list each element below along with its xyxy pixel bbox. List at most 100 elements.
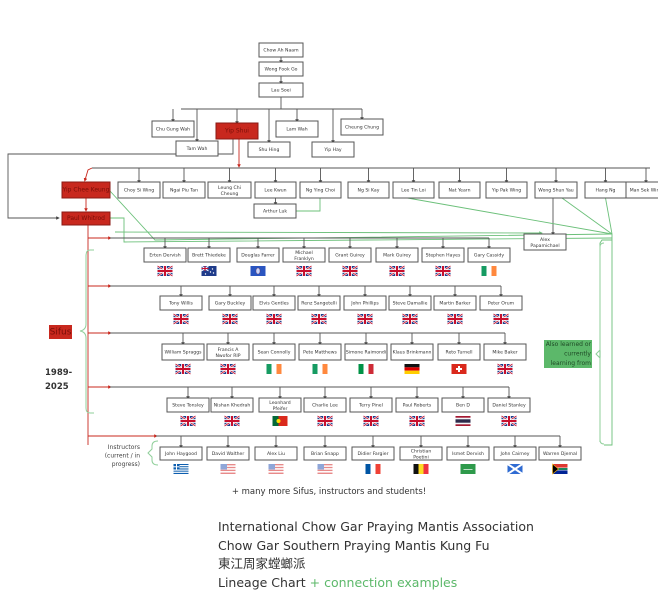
sifu-box-label: Steve Tonsley (172, 403, 204, 409)
sifu-box: Peter Orum (479, 295, 523, 311)
sifus-label: Sifus (50, 328, 72, 338)
box-gen4-4: Ng Ying Choi (299, 181, 342, 199)
flag-uk-icon (434, 265, 452, 277)
box-gen3-6-frame (340, 118, 384, 136)
sifu-box: Douglas Farrer (236, 247, 280, 263)
years-label-end: 2025 (45, 382, 69, 392)
flag-uk-icon (156, 265, 174, 277)
flag-it-icon (358, 364, 374, 374)
sifu-box-frame (390, 343, 434, 361)
box-gen4-1: Ngai Piu Tan (162, 181, 206, 199)
instructors-brace (147, 440, 159, 466)
instructor-box-frame (446, 446, 490, 461)
sifu-box: Steve Tonsley (166, 397, 210, 413)
sifu-box-label: Simone Raimondi (346, 350, 386, 356)
sifu-box-label: Gary Buckley (215, 301, 246, 307)
box-gen4-9: Wong Shun Yau (534, 181, 578, 199)
instructor-box: Ismet Dervish (446, 446, 490, 461)
connector-line (114, 231, 543, 235)
sifu-box-frame (252, 295, 296, 311)
sifu-box: Daniel Stanley (487, 397, 531, 413)
box-gen4-6-label: Lee Tin Loi (401, 188, 425, 194)
flag-uk-icon (221, 313, 239, 325)
footer-title-block: International Chow Gar Praying Mantis As… (218, 518, 534, 592)
sifu-box: Gary Cassidy (467, 247, 511, 263)
flag-sco-icon (506, 463, 524, 475)
sifu-box-label: Mark Guirey (383, 253, 411, 259)
instructor-box-frame (254, 446, 298, 461)
box-founder-1-frame (258, 61, 304, 77)
sifu-box: John Phillips (343, 295, 387, 311)
box-gen3-4-label: Lam Wah (286, 127, 307, 133)
flag-th-icon (455, 416, 471, 426)
instructor-box: John Haygood (159, 446, 203, 461)
box-gen4-0-label: Choy Si Wing (124, 188, 154, 194)
more-note: + many more Sifus, instructors and stude… (231, 487, 427, 497)
box-gen4-3: Lee Kwun (254, 181, 297, 199)
flag-uk-icon (401, 313, 419, 325)
sifu-box-label: Douglas Farrer (241, 253, 275, 259)
sifu-box-label: Sean Connolly (258, 350, 291, 356)
instructors-label-3: progress) (112, 461, 140, 468)
flag-de-icon (404, 364, 420, 374)
sifu-box-label: Klaus Brinkmann (393, 350, 432, 356)
also-learned-label-2: currently (564, 351, 591, 358)
box-founder-1-label: Wong Fook Go (265, 67, 298, 73)
flag-uk-icon (295, 265, 313, 277)
instructor-box-label: David Walther (212, 451, 245, 457)
sifu-box: Reto Turnell (437, 343, 481, 361)
sifu-box-frame (297, 295, 341, 311)
box-gen3-2: Yip Shui (215, 122, 259, 140)
instructor-box-label: John Cairney (499, 451, 529, 457)
box-gen3-5-label: Yip Hay (323, 147, 342, 153)
connector-line (110, 217, 613, 243)
sifu-box: Erten Dervish (143, 247, 187, 263)
box-gen3-6-label: Cheung Chung (345, 125, 379, 131)
instructors-label-1: Instructors (108, 444, 140, 451)
instructor-box-frame (206, 446, 250, 461)
flag-us-icon (317, 464, 333, 474)
connector-line (407, 197, 613, 235)
box-gen4-1-label: Ngai Piu Tan (170, 188, 198, 194)
connector-line (109, 190, 613, 241)
box-gen3-2-frame (215, 122, 259, 140)
box-founder-2-label: Lau Soei (271, 88, 291, 94)
sifu-box-label: Grant Guirey (335, 253, 365, 259)
sifu-box-label: Stephen Hayes (426, 253, 461, 259)
sifu-box: Sean Connolly (252, 343, 296, 361)
flag-ie-icon (312, 364, 328, 374)
instructor-box: Warren Djemal (538, 446, 582, 461)
box-founder-0: Chow Ah Naam (258, 42, 304, 58)
box-gen3-1-frame (175, 140, 219, 157)
box-gen4-0-frame (117, 181, 161, 199)
box-arthur-luk-frame (253, 203, 297, 219)
box-founder-2: Lau Soei (258, 82, 304, 98)
sifu-box-label: Martin Barker (439, 301, 470, 307)
sifu-box-frame (210, 397, 254, 413)
connector-line (7, 139, 234, 220)
box-gen4-11-frame (625, 181, 658, 199)
box-yip-chee-keung-label: Yip Chee Keung (62, 187, 110, 194)
sifu-box-label: Peter Orum (488, 301, 515, 307)
box-gen4-9-label: Wong Shun Yau (538, 188, 573, 194)
box-gen3-2-label: Yip Shui (224, 128, 249, 135)
sifu-box-label: Renz Sangetelli (301, 301, 336, 307)
flag-uk-icon (174, 363, 192, 375)
sifu-box: William Spraggs (161, 343, 205, 361)
box-gen4-8-label: Yip Pak Wing (491, 188, 521, 194)
sifu-box-frame (206, 343, 250, 361)
sifu-box-frame (208, 295, 252, 311)
sifu-box-frame (344, 343, 388, 361)
box-gen3-0: Chu Gung Wah (151, 120, 195, 138)
box-gen3-1: Tam Wah (175, 140, 219, 157)
box-gen4-2-frame (207, 181, 252, 199)
instructor-box: John Cairney (493, 446, 537, 461)
instructor-box-frame (303, 446, 347, 461)
box-gen3-4: Lam Wah (275, 120, 319, 138)
sifu-box: Klaus Brinkmann (390, 343, 434, 361)
flag-gr-icon (173, 464, 189, 474)
